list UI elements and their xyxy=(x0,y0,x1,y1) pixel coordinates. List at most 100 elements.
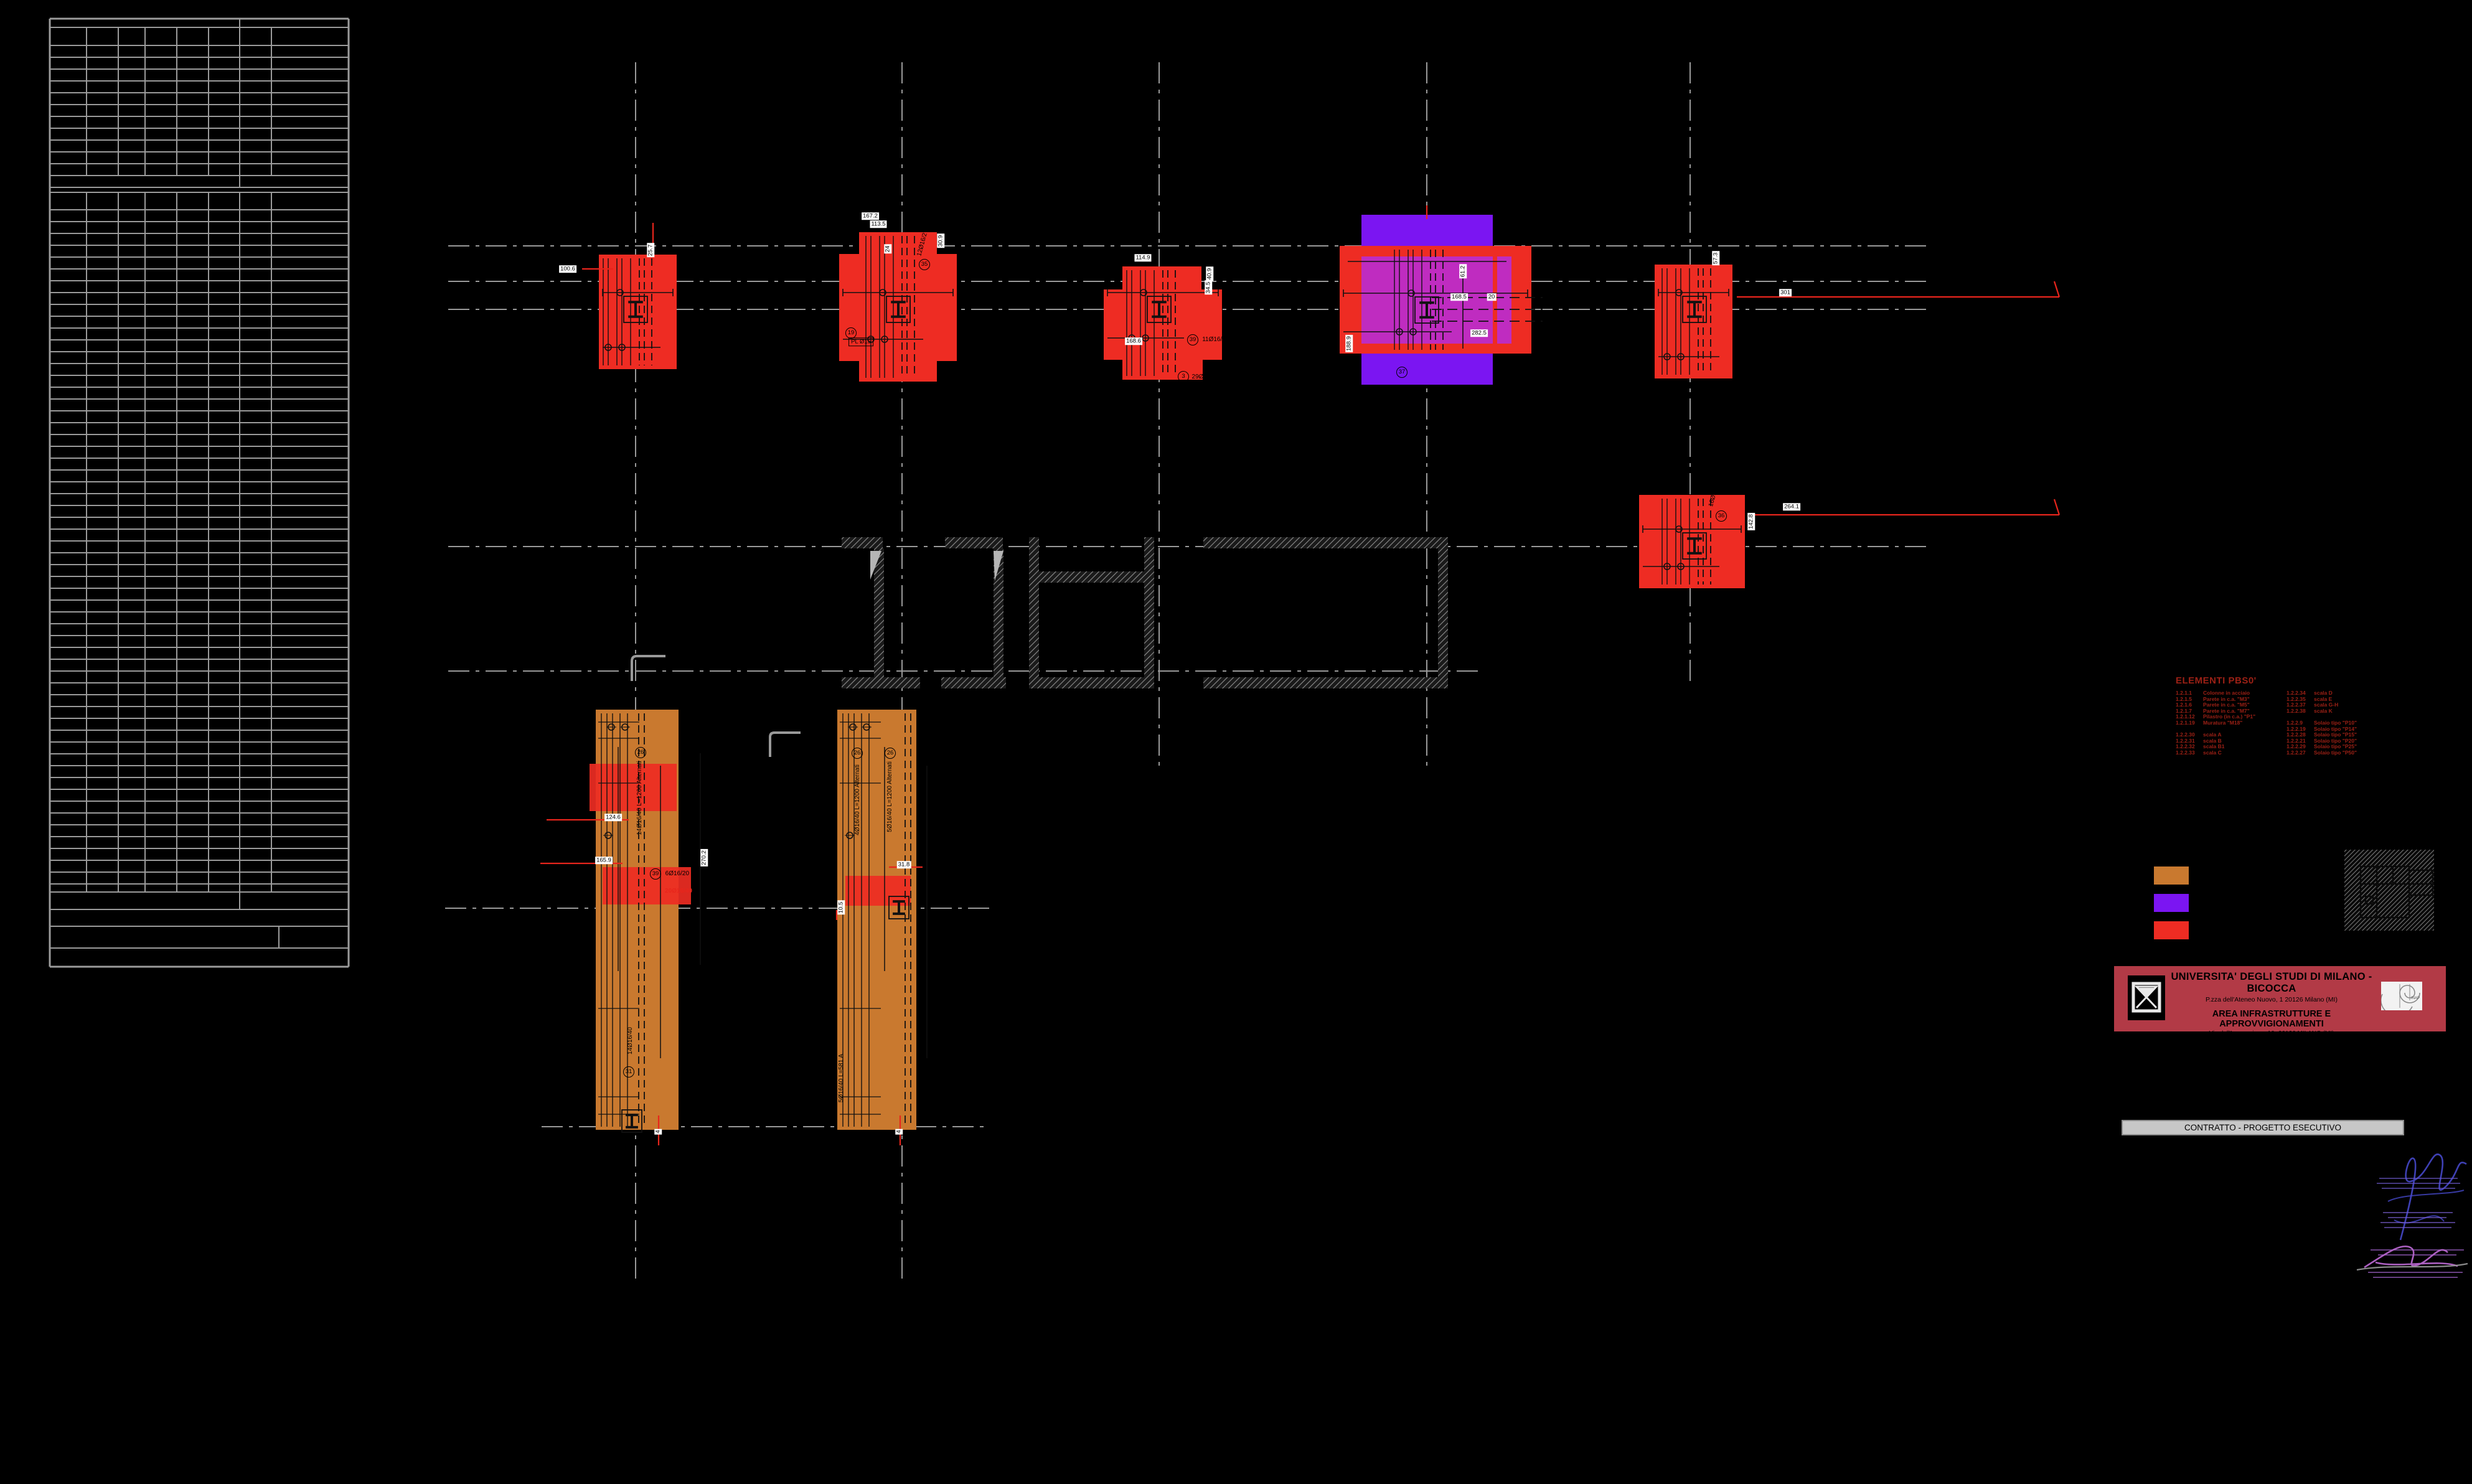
legend-entry xyxy=(2286,713,2397,720)
red-plinth-6 xyxy=(1639,495,1745,588)
annotation-label: 282.5 xyxy=(1470,329,1488,337)
annotation-label: 168.5 xyxy=(1450,293,1468,301)
purple-red-overlap xyxy=(1361,256,1493,344)
title-block: UNIVERSITA' DEGLI STUDI DI MILANO - BICO… xyxy=(2114,966,2446,1045)
annotation-label: 36 xyxy=(1716,510,1727,522)
annotation-label: 20Ø16/40 xyxy=(665,888,692,895)
annotation-label: 264.1 xyxy=(1783,503,1800,510)
annotation-label: 39 xyxy=(650,868,661,880)
annotation-label: 39 xyxy=(1187,334,1198,345)
annotation-label: 61.2 xyxy=(1459,264,1467,279)
red-dimension-lines xyxy=(540,205,2061,1145)
annotation-label: 31 xyxy=(623,1066,634,1078)
annotation-label: 11Ø16/2 xyxy=(1202,336,1226,343)
svg-text:INAP: INAP xyxy=(2411,997,2420,1000)
color-key-swatches xyxy=(2154,866,2189,949)
annotation-label: 165.9 xyxy=(595,857,613,864)
university-logo xyxy=(2128,975,2165,1020)
contract-phase-label: CONTRATTO - PROGETTO ESECUTIVO xyxy=(2184,1123,2342,1132)
corner-mark xyxy=(769,731,801,757)
red-plinth-5 xyxy=(1655,265,1732,378)
wall-corner-triangle xyxy=(870,551,881,580)
annotation-label: 14Ø16/40 L=1200 Alternati xyxy=(636,761,643,835)
red-overlay-a2 xyxy=(603,867,691,904)
annotation-label: 6Ø16/20 L xyxy=(665,870,695,877)
annotation-label: 37 xyxy=(1396,367,1408,378)
annotation-label: 270.2 xyxy=(700,849,708,866)
element-detail-lines xyxy=(598,236,1742,1133)
annotation-label: 5Ø16/40 L=1200 Alternati xyxy=(886,761,893,832)
annotation-label: 19 xyxy=(845,327,857,339)
annotation-label: 100.6 xyxy=(559,265,576,273)
annotation-label: 57.3 xyxy=(1712,251,1719,266)
corner-mark xyxy=(631,655,665,681)
annotation-label: 4 xyxy=(654,1129,662,1135)
structural-elements xyxy=(590,215,1745,1130)
inap-logo: INAP xyxy=(2380,982,2422,1017)
legend-title: ELEMENTI PBS0' xyxy=(2176,675,2257,686)
annotation-label: 301 xyxy=(1779,289,1792,296)
annotation-label: 30.9 xyxy=(937,233,944,248)
red-overlay-a1 xyxy=(590,764,677,811)
contract-phase-bar: CONTRATTO - PROGETTO ESECUTIVO xyxy=(2122,1120,2404,1135)
annotation-label: 142.8 xyxy=(1747,513,1755,530)
annotation-label: 14Ø16/40 xyxy=(627,1027,634,1054)
signature-stamp xyxy=(2356,1153,2468,1278)
annotation-label: 26 xyxy=(852,748,863,759)
annotation-label: 113.5 xyxy=(870,220,887,228)
area-phone: Tel +39.02.6448.5313; Fax +39.02.6448.53… xyxy=(2208,1038,2335,1045)
annotation-label: 26 xyxy=(635,747,646,758)
annotation-label: 24 xyxy=(884,244,891,254)
legend-entry xyxy=(2176,726,2286,732)
annotation-label: 31.8 xyxy=(896,861,911,868)
swatch-orange-element xyxy=(2154,866,2189,885)
title-block-text: UNIVERSITA' DEGLI STUDI DI MILANO - BICO… xyxy=(2169,971,2374,1045)
university-address: P.zza dell'Ateneo Nuovo, 1 20126 Milano … xyxy=(2206,996,2338,1003)
annotation-label: 25.7 xyxy=(647,243,654,258)
annotation-label: 4Ø16/40 L=1200 Alternati xyxy=(854,764,861,835)
annotation-label: 188.9 xyxy=(1345,335,1353,352)
annotation-label: 5Ø16/40 L=581 A xyxy=(838,1053,845,1103)
annotation-label: 34.5 xyxy=(1205,280,1212,295)
wall-corner-triangle xyxy=(994,551,1003,581)
annotation-label: 124.6 xyxy=(604,814,622,821)
annotation-label: 20 xyxy=(1487,293,1497,301)
wall-plan-segments xyxy=(631,537,1448,757)
annotation-label: 3 xyxy=(1178,371,1189,382)
annotation-label: 4 xyxy=(895,1129,903,1135)
annotation-label: 114.9 xyxy=(1134,254,1152,261)
swatch-red-element xyxy=(2154,921,2189,939)
area-address: Via dell'Innovazione, 10 -20126 MILANO (… xyxy=(2209,1030,2334,1037)
area-name: AREA INFRASTRUTTURE E APPROVVIGIONAMENTI xyxy=(2212,1009,2331,1029)
annotation-label: 26 xyxy=(885,748,896,759)
annotation-label: 168.6 xyxy=(1125,337,1142,345)
red-plinth-1 xyxy=(599,255,677,369)
key-plan xyxy=(2344,850,2434,931)
purple-strip xyxy=(1497,256,1511,344)
empty-data-table xyxy=(49,17,350,968)
orange-wall-strip-b xyxy=(837,710,916,1130)
